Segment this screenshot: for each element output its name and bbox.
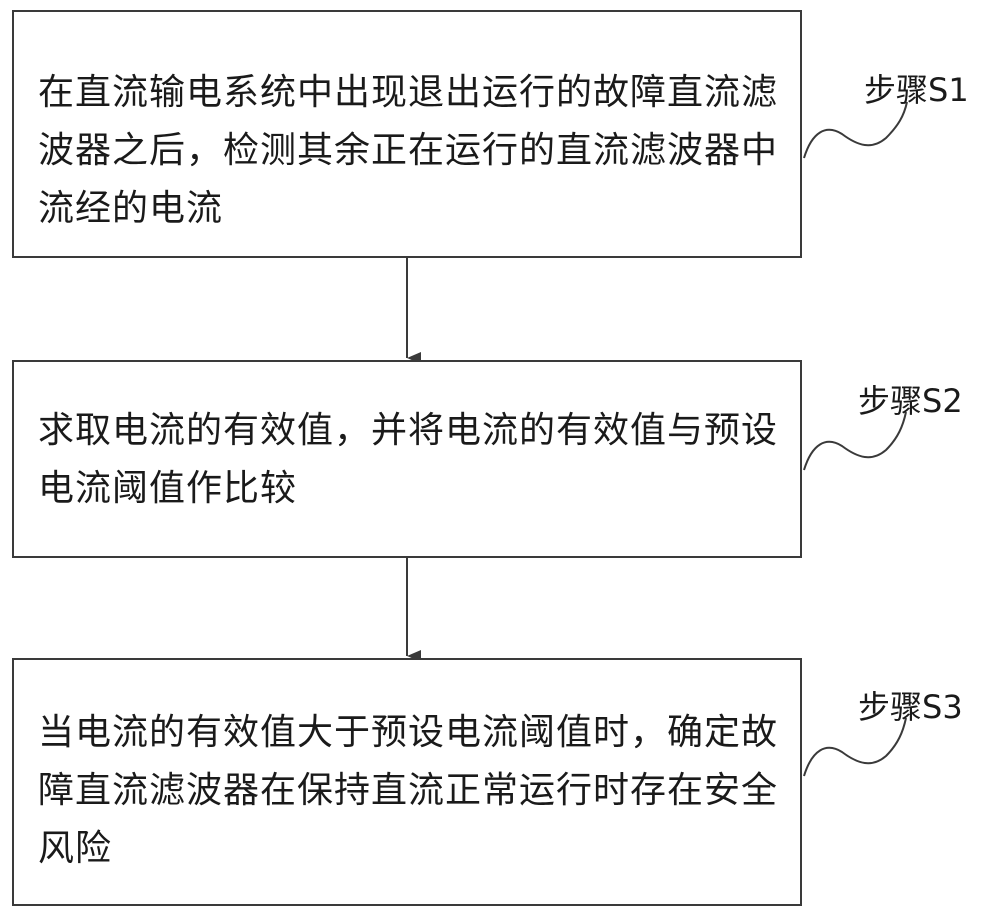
step-label-s2: 步骤S2 (858, 382, 963, 420)
leader-line-s1 (803, 101, 908, 159)
leader-line-s3 (803, 717, 907, 777)
step-text-s3: 当电流的有效值大于预设电流阈值时，确定故障直流滤波器在保持直流正常运行时存在安全… (38, 712, 779, 869)
step-box-s2: 求取电流的有效值，并将电流的有效值与预设电流阈值作比较 (12, 360, 802, 558)
step-label-s3: 步骤S3 (858, 688, 963, 726)
step-box-s1: 在直流输电系统中出现退出运行的故障直流滤波器之后，检测其余正在运行的直流滤波器中… (12, 10, 802, 258)
leader-line-s2 (803, 411, 907, 471)
step-text-s1: 在直流输电系统中出现退出运行的故障直流滤波器之后，检测其余正在运行的直流滤波器中… (38, 72, 779, 229)
step-box-s3: 当电流的有效值大于预设电流阈值时，确定故障直流滤波器在保持直流正常运行时存在安全… (12, 658, 802, 906)
step-text-s2: 求取电流的有效值，并将电流的有效值与预设电流阈值作比较 (38, 410, 779, 509)
step-label-s1: 步骤S1 (864, 71, 969, 109)
